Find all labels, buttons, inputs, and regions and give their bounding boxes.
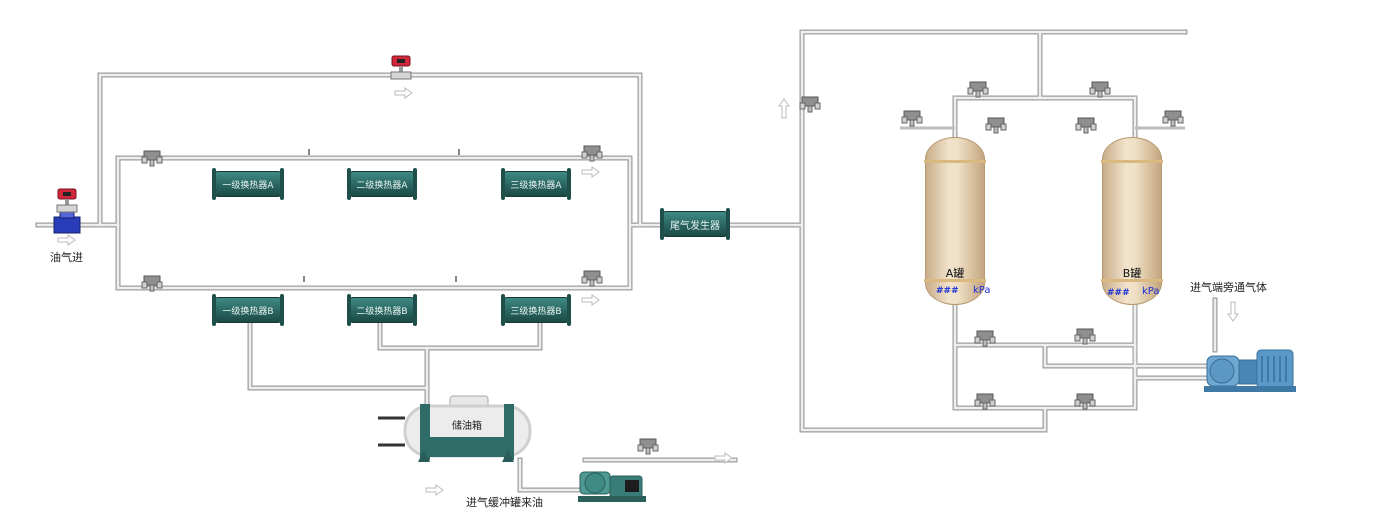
- inlet-valve-icon[interactable]: [53, 209, 81, 234]
- tank-a-pressure-unit: kPa: [973, 285, 991, 296]
- heat-exchanger-b1[interactable]: 一级换热器B: [212, 294, 284, 326]
- tank-b-top-valve-icon[interactable]: [1089, 81, 1111, 98]
- oil-storage-tank: [378, 395, 532, 462]
- vacuum-pump-icon[interactable]: [1204, 349, 1296, 392]
- oil-transfer-pump-icon[interactable]: [578, 471, 646, 502]
- heat-exchanger-a2[interactable]: 二级换热器A: [347, 168, 417, 200]
- heat-exchanger-b2[interactable]: 二级换热器B: [347, 294, 417, 326]
- heat-exchanger-a3[interactable]: 三级换热器A: [501, 168, 571, 200]
- sensor-tick: [303, 276, 305, 282]
- branch-a-flow-arrow-icon: [581, 166, 600, 178]
- tank-a-vent-valve-icon[interactable]: [901, 110, 923, 127]
- branch-a-inlet-valve-icon[interactable]: [141, 150, 163, 167]
- bypass-gas-arrow-icon: [1227, 301, 1239, 322]
- riser-flow-arrow-icon: [778, 98, 790, 119]
- tank-a-pressure-value: ###: [936, 286, 959, 296]
- inlet-flow-meter-icon[interactable]: [56, 188, 78, 213]
- adsorption-tank-a[interactable]: [924, 137, 986, 305]
- inlet-label: 油气进: [50, 251, 83, 264]
- branch-b-flow-arrow-icon: [581, 294, 600, 306]
- buffer-oil-label: 进气缓冲罐来油: [466, 496, 543, 509]
- sensor-tick: [458, 149, 460, 155]
- pump-outlet-valve-icon[interactable]: [637, 438, 659, 455]
- sensor-tick: [308, 149, 310, 155]
- tail-gas-generator[interactable]: 尾气发生器: [660, 208, 730, 240]
- heat-exchanger-a1[interactable]: 一级换热器A: [212, 168, 284, 200]
- bypass-flow-arrow-icon: [394, 87, 413, 99]
- tank-b-pressure-unit: kPa: [1142, 286, 1160, 297]
- inlet-flow-arrow-icon: [57, 234, 76, 246]
- tank-b-name: B罐: [1122, 267, 1142, 280]
- tank-a-outlet-valve-icon[interactable]: [985, 117, 1007, 134]
- bypass-gas-label: 进气端旁通气体: [1190, 281, 1267, 294]
- branch-b-outlet-valve-icon[interactable]: [581, 270, 603, 287]
- tank-b-vent-valve-icon[interactable]: [1162, 110, 1184, 127]
- buffer-oil-arrow-icon: [425, 484, 444, 496]
- tank-a-top-valve-icon[interactable]: [967, 81, 989, 98]
- tank-b-mid-valve-icon[interactable]: [1074, 328, 1096, 345]
- tank-a-name: A罐: [945, 267, 965, 280]
- adsorption-tank-b[interactable]: [1101, 137, 1163, 305]
- tank-b-pressure-value: ###: [1107, 288, 1130, 298]
- oil-storage-label: 储油箱: [452, 421, 482, 432]
- bypass-flow-meter-icon[interactable]: [390, 55, 412, 80]
- heat-exchanger-b3[interactable]: 三级换热器B: [501, 294, 571, 326]
- sensor-tick: [455, 276, 457, 282]
- tank-b-outlet-valve-icon[interactable]: [1075, 117, 1097, 134]
